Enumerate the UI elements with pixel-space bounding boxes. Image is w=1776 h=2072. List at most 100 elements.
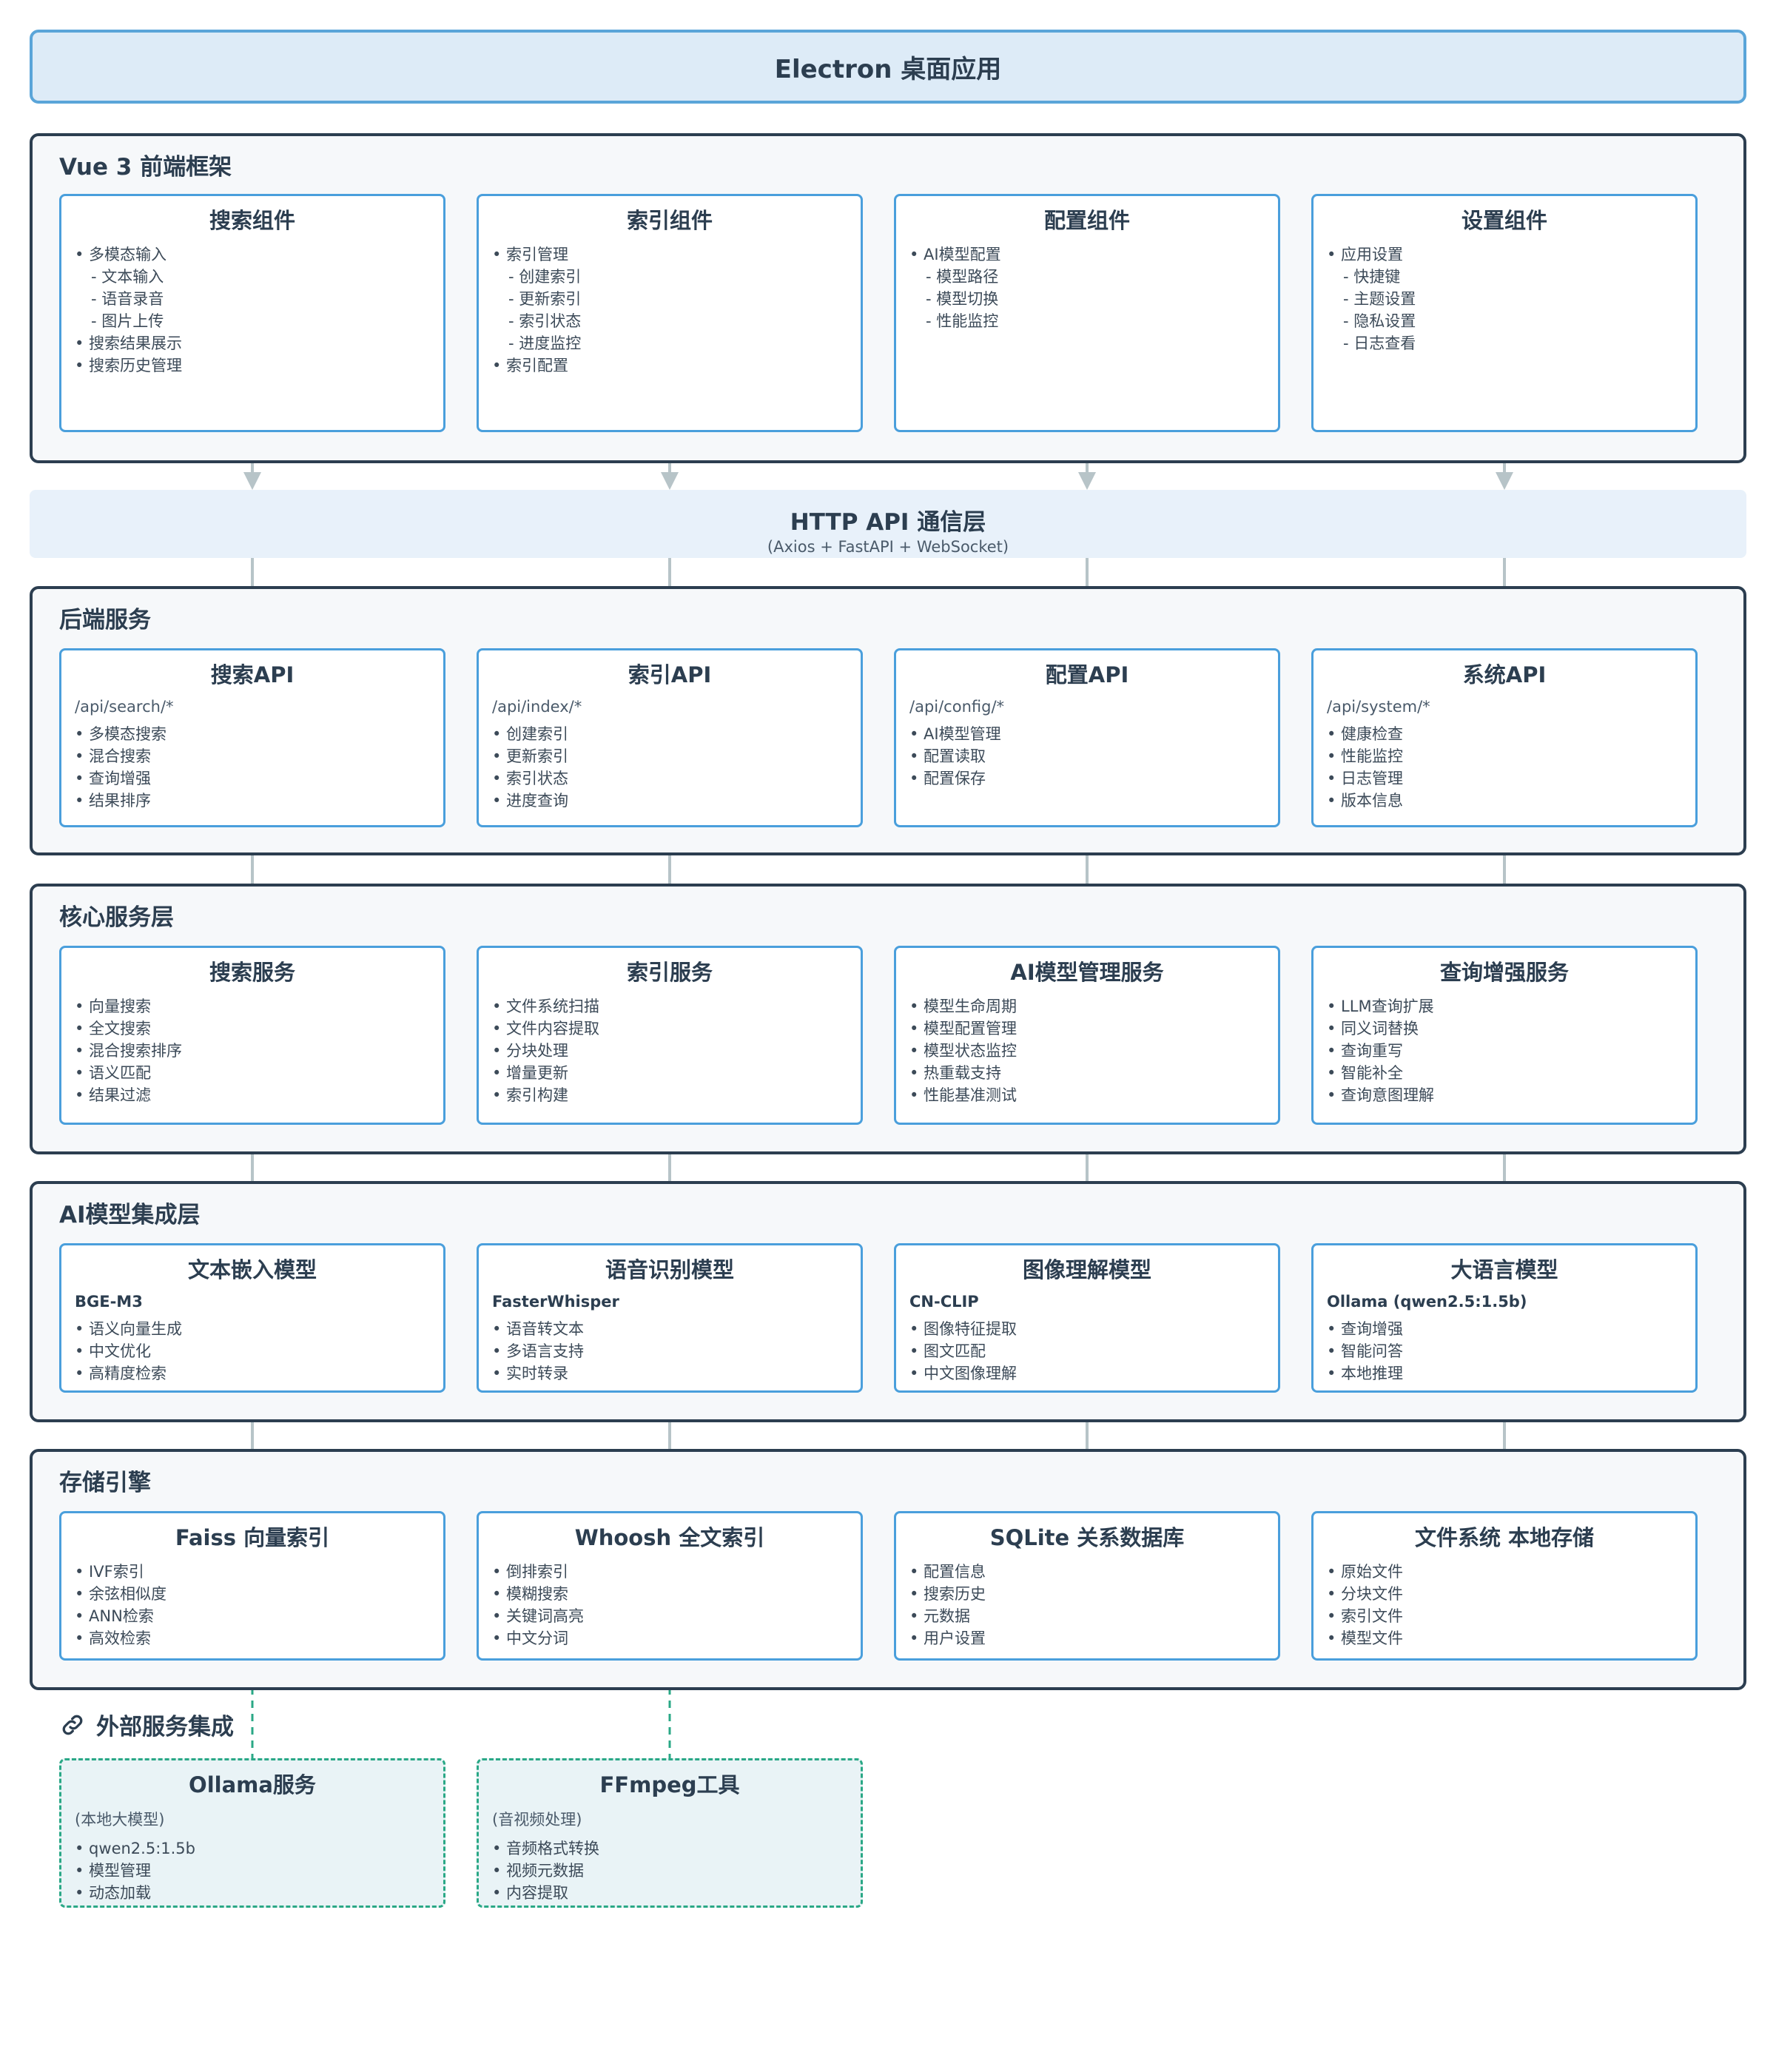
list-item: • 查询重写 [1327,1042,1404,1060]
core-card-4: 查询增强服务• LLM查询扩展• 同义词替换• 查询重写• 智能补全• 查询意图… [1311,946,1698,1125]
list-item: • 关键词高亮 [492,1607,585,1625]
core-card-title: 搜索服务 [209,960,295,985]
list-item: • 创建索引 [492,725,569,743]
list-item: • 文件系统扫描 [492,998,600,1015]
list-item: • 混合搜索排序 [75,1042,183,1060]
list-item: - 性能监控 [926,312,999,330]
list-item: • 搜索历史 [909,1585,986,1603]
list-item: • 实时转录 [492,1365,569,1382]
list-item: • 动态加载 [75,1884,152,1902]
core-layer-title: 核心服务层 [59,904,174,931]
ai-model-card-2: 语音识别模型 FasterWhisper • 语音转文本 • 多语言支持 • 实时转录 [477,1243,863,1393]
list-item: • 配置信息 [909,1563,986,1581]
core-card-2: 索引服务• 文件系统扫描• 文件内容提取• 分块处理• 增量更新• 索引构建 [477,946,863,1125]
list-item: • 智能问答 [1327,1342,1404,1360]
core-card-items: • 文件系统扫描• 文件内容提取• 分块处理• 增量更新• 索引构建 [492,995,847,1106]
list-item: • 多语言支持 [492,1342,585,1360]
list-item: • 原始文件 [1327,1563,1404,1581]
frontend-card-1: 搜索组件• 多模态输入- 文本输入- 语音录音- 图片上传• 搜索结果展示• 搜… [59,194,445,432]
backend-card-items: • AI模型管理• 配置读取• 配置保存 [909,723,1265,790]
backend-card-items: • 多模态搜索• 混合搜索• 查询增强• 结果排序 [75,723,430,812]
list-item: • 余弦相似度 [75,1585,167,1603]
list-item: • 全文搜索 [75,1020,152,1037]
external-card-2: FFmpeg工具(音视频处理)• 音频格式转换• 视频元数据• 内容提取 [477,1758,863,1908]
list-item: • 中文优化 [75,1342,152,1360]
backend-card-title: 配置API [1045,662,1129,687]
backend-card-title: 搜索API [210,662,295,687]
list-item: • 搜索历史管理 [75,357,183,374]
list-item: • 模型生命周期 [909,998,1018,1015]
list-item: • 高精度检索 [75,1365,167,1382]
link-icon [62,1715,83,1735]
external-card-subtitle: (音视频处理) [492,1811,582,1829]
frontend-card-title: 设置组件 [1461,208,1547,233]
list-item: • 向量搜索 [75,998,152,1015]
external-card-title: FFmpeg工具 [599,1772,740,1797]
list-item: • 模型管理 [75,1862,152,1880]
frontend-card-items: • 索引管理- 创建索引- 更新索引- 索引状态- 进度监控• 索引配置 [492,243,847,377]
list-item: • 索引配置 [492,357,569,374]
ai-model-card-subtitle: BGE-M3 [75,1293,143,1311]
list-item: • 版本信息 [1327,792,1404,810]
list-item: • 增量更新 [492,1064,569,1082]
ai-model-card-items: • 语义向量生成 • 中文优化 • 高精度检索 [75,1318,430,1385]
backend-card-3: 配置API/api/config/* • AI模型管理• 配置读取• 配置保存 [894,648,1280,827]
external-services-label: 外部服务集成 [96,1714,234,1740]
arrow-head [1078,472,1096,490]
list-item: • 中文分词 [492,1629,569,1647]
list-item: • 结果过滤 [75,1086,152,1104]
core-card-1: 搜索服务• 向量搜索• 全文搜索• 混合搜索排序• 语义匹配• 结果过滤 [59,946,445,1125]
list-item: - 模型路径 [926,268,999,286]
list-item: • 语义向量生成 [75,1320,183,1338]
ai-model-card-subtitle: Ollama (qwen2.5:1.5b) [1327,1293,1527,1311]
ai-model-card-title: 语音识别模型 [605,1257,734,1282]
list-item: • 图文匹配 [909,1342,986,1360]
ai-model-card-items: • 查询增强• 智能问答• 本地推理 [1327,1318,1682,1385]
storage-card-2: Whoosh 全文索引• 倒排索引• 模糊搜索• 关键词高亮• 中文分词 [477,1511,863,1661]
list-item: - 主题设置 [1343,290,1416,308]
list-item: • IVF索引 [75,1563,144,1581]
storage-card-4: 文件系统 本地存储• 原始文件• 分块文件• 索引文件• 模型文件 [1311,1511,1698,1661]
list-item: • 健康检查 [1327,725,1404,743]
backend-card-subtitle: /api/config/* [909,698,1005,716]
storage-card-title: 文件系统 本地存储 [1414,1525,1595,1550]
list-item: • 分块处理 [492,1042,569,1060]
list-item: • 查询意图理解 [1327,1086,1435,1104]
list-item: • 索引构建 [492,1086,569,1104]
ai-models-layer-title: AI模型集成层 [59,1202,201,1228]
backend-card-subtitle: /api/system/* [1327,698,1430,716]
backend-layer-title: 后端服务 [59,607,151,633]
list-item: - 索引状态 [508,312,582,330]
backend-card-items: • 健康检查• 性能监控• 日志管理• 版本信息 [1327,723,1682,812]
ai-model-card-title: 大语言模型 [1450,1257,1558,1282]
http-api-band: HTTP API 通信层 (Axios + FastAPI + WebSocke… [30,490,1746,558]
list-item: • 应用设置 [1327,246,1404,263]
list-item: - 语音录音 [91,290,164,308]
backend-card-subtitle: /api/search/* [75,698,174,716]
backend-card-title: 索引API [628,662,712,687]
backend-card-1: 搜索API/api/search/*• 多模态搜索• 混合搜索• 查询增强• 结… [59,648,445,827]
list-item: • 性能基准测试 [909,1086,1018,1104]
ai-model-card-subtitle: CN-CLIP [909,1293,979,1311]
list-item: • 本地推理 [1327,1365,1404,1382]
list-item: • 语音转文本 [492,1320,585,1338]
frontend-card-title: 索引组件 [626,208,713,233]
ai-model-card-items: • 图像特征提取• 图文匹配• 中文图像理解 [909,1318,1265,1385]
list-item: • 性能监控 [1327,747,1404,765]
list-item: • 图像特征提取 [909,1320,1018,1338]
external-card-subtitle: (本地大模型) [75,1811,165,1829]
arrow-head [243,472,261,490]
list-item: • 内容提取 [492,1884,569,1902]
list-item: • 混合搜索 [75,747,152,765]
list-item: • 模型状态监控 [909,1042,1018,1060]
list-item: • 查询增强 [75,770,152,787]
list-item: • 用户设置 [909,1629,986,1647]
list-item: • 搜索结果展示 [75,334,183,352]
list-item: • 多模态输入 [75,246,167,263]
list-item: • 同义词替换 [1327,1020,1419,1037]
list-item: - 隐私设置 [1343,312,1416,330]
ai-model-card-subtitle: FasterWhisper [492,1293,619,1311]
frontend-card-items: • AI模型配置- 模型路径- 模型切换- 性能监控 [909,243,1265,332]
list-item: • LLM查询扩展 [1327,998,1434,1015]
